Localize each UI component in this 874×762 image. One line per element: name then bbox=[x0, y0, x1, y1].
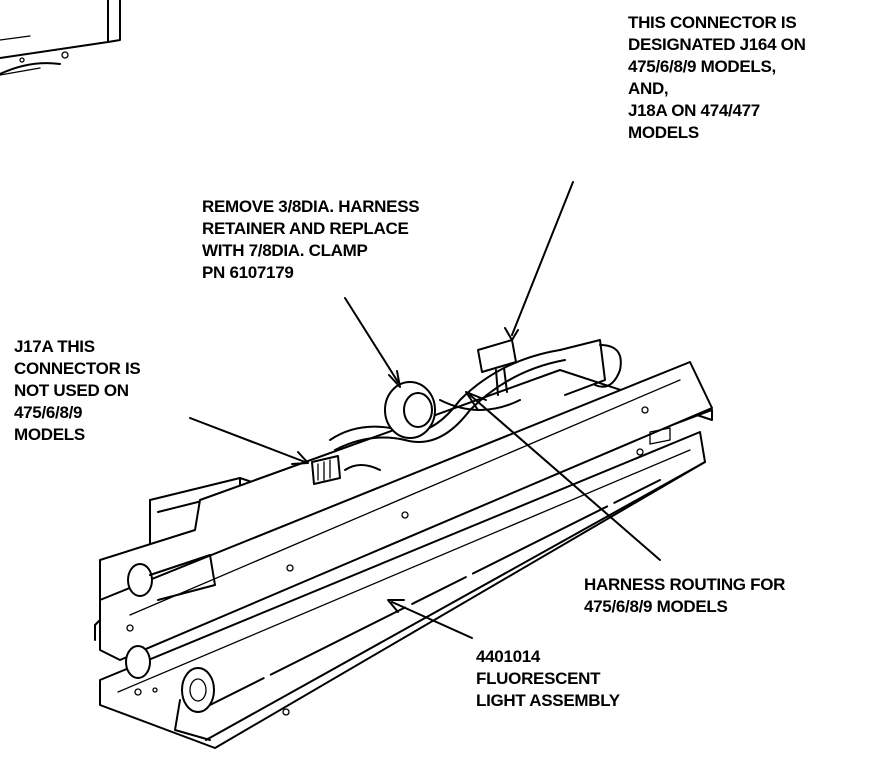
lamp-socket-right bbox=[559, 339, 671, 445]
callout-line: LIGHT ASSEMBLY bbox=[476, 691, 620, 710]
callout-line: DESIGNATED J164 ON bbox=[628, 35, 806, 54]
callout-line: 475/6/8/9 MODELS bbox=[584, 597, 728, 616]
callout-line: HARNESS ROUTING FOR bbox=[584, 575, 786, 594]
callout-line: WITH 7/8DIA. CLAMP bbox=[202, 241, 368, 260]
harness-clamp bbox=[384, 381, 436, 439]
callout-line: PN 6107179 bbox=[202, 263, 294, 282]
callout-light-assembly: 4401014 FLUORESCENT LIGHT ASSEMBLY bbox=[476, 646, 620, 712]
top-left-bracket-fragment bbox=[0, 0, 121, 76]
callout-line: FLUORESCENT bbox=[476, 669, 601, 688]
fluorescent-tube bbox=[205, 461, 706, 741]
connector-j164 bbox=[477, 339, 517, 396]
leader-lines bbox=[189, 181, 661, 639]
callout-harness-routing: HARNESS ROUTING FOR 475/6/8/9 MODELS bbox=[584, 574, 785, 618]
callout-line: NOT USED ON bbox=[14, 381, 129, 400]
wire-harness bbox=[329, 349, 566, 451]
callout-line: THIS CONNECTOR IS bbox=[628, 13, 797, 32]
lamp-socket-left bbox=[125, 554, 216, 741]
callout-line: 475/6/8/9 bbox=[14, 403, 83, 422]
callout-line: 475/6/8/9 MODELS, bbox=[628, 57, 776, 76]
callout-line: J17A THIS bbox=[14, 337, 95, 356]
fixture-base-plate bbox=[99, 431, 706, 749]
callout-harness-retainer: REMOVE 3/8DIA. HARNESS RETAINER AND REPL… bbox=[202, 196, 420, 284]
callout-line: AND, bbox=[628, 79, 669, 98]
callout-j17a-connector: J17A THIS CONNECTOR IS NOT USED ON 475/6… bbox=[14, 336, 141, 446]
callout-line: MODELS bbox=[14, 425, 85, 444]
callout-line: MODELS bbox=[628, 123, 699, 142]
callout-line: REMOVE 3/8DIA. HARNESS bbox=[202, 197, 420, 216]
callout-line: J18A ON 474/477 bbox=[628, 101, 760, 120]
callout-j164-connector: THIS CONNECTOR IS DESIGNATED J164 ON 475… bbox=[628, 12, 806, 144]
reflector-panel bbox=[99, 361, 713, 661]
connector-j17a bbox=[311, 455, 381, 485]
callout-line: RETAINER AND REPLACE bbox=[202, 219, 409, 238]
callout-line: 4401014 bbox=[476, 647, 541, 666]
callout-line: CONNECTOR IS bbox=[14, 359, 141, 378]
